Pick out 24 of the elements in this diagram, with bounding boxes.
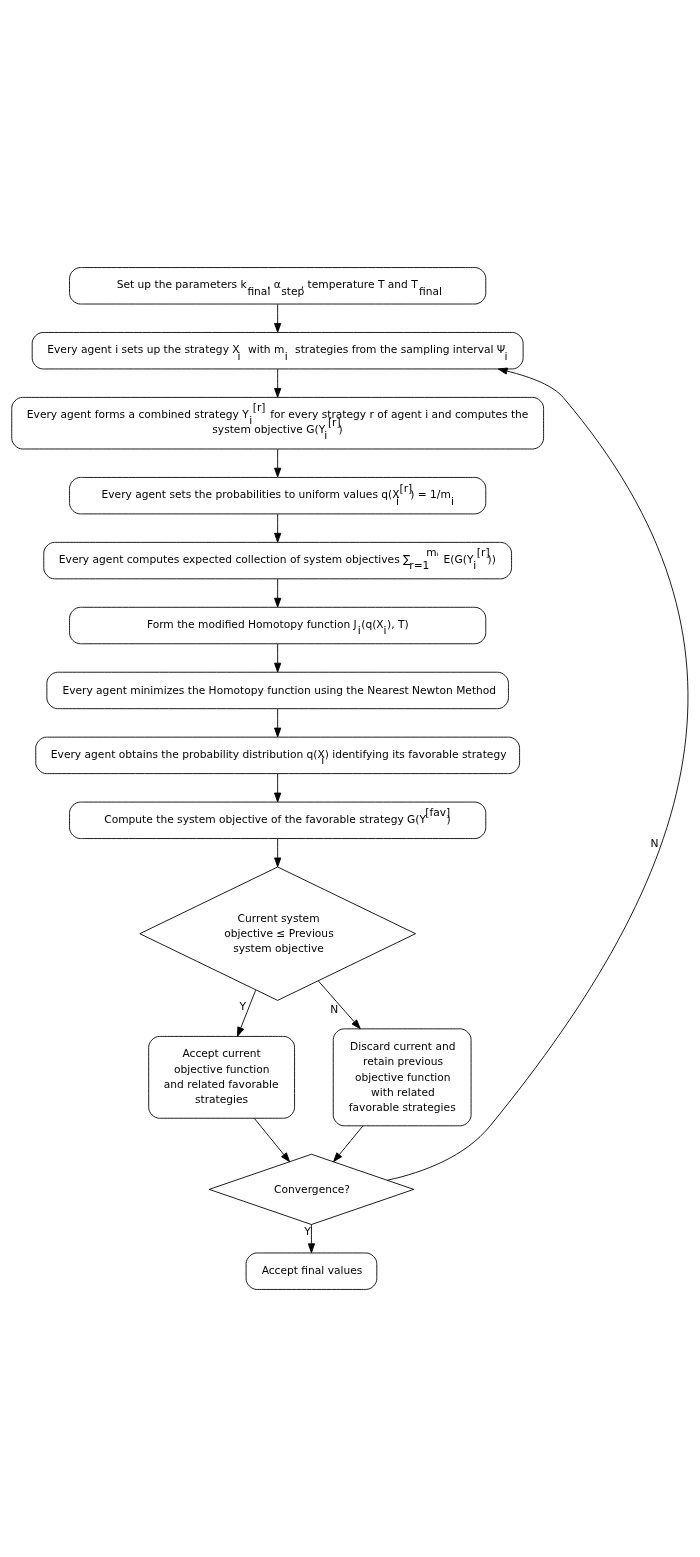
arrow [274, 448, 282, 478]
arrow [274, 643, 282, 673]
arrow [307, 1224, 315, 1254]
arrow [317, 980, 361, 1030]
arrow [274, 773, 282, 803]
edge-label: Y [304, 1225, 311, 1239]
arrow [274, 838, 282, 868]
node-box: Accept final values [245, 1252, 378, 1290]
node-diamond: Current system objective ≤ Previous system objective [139, 866, 416, 1001]
node-box: Accept current objective function and related favorable strategies [148, 1035, 295, 1119]
arrow [274, 368, 282, 398]
arrow [274, 303, 282, 333]
node-box: Every agent minimizes the Homotopy function using the Nearest Newton Method [46, 671, 509, 710]
edge-label: Y [239, 1000, 246, 1014]
arrow [253, 1117, 291, 1163]
edge-label: N [650, 836, 659, 850]
edge-label: N [330, 1003, 339, 1017]
arrow [333, 1125, 364, 1163]
arrow [274, 513, 282, 543]
node-box: Discard current and retain previous objective function with related favorable strategies [332, 1028, 472, 1127]
arrow [386, 367, 689, 1181]
arrow [274, 708, 282, 738]
arrow [237, 989, 257, 1037]
arrow [274, 578, 282, 608]
